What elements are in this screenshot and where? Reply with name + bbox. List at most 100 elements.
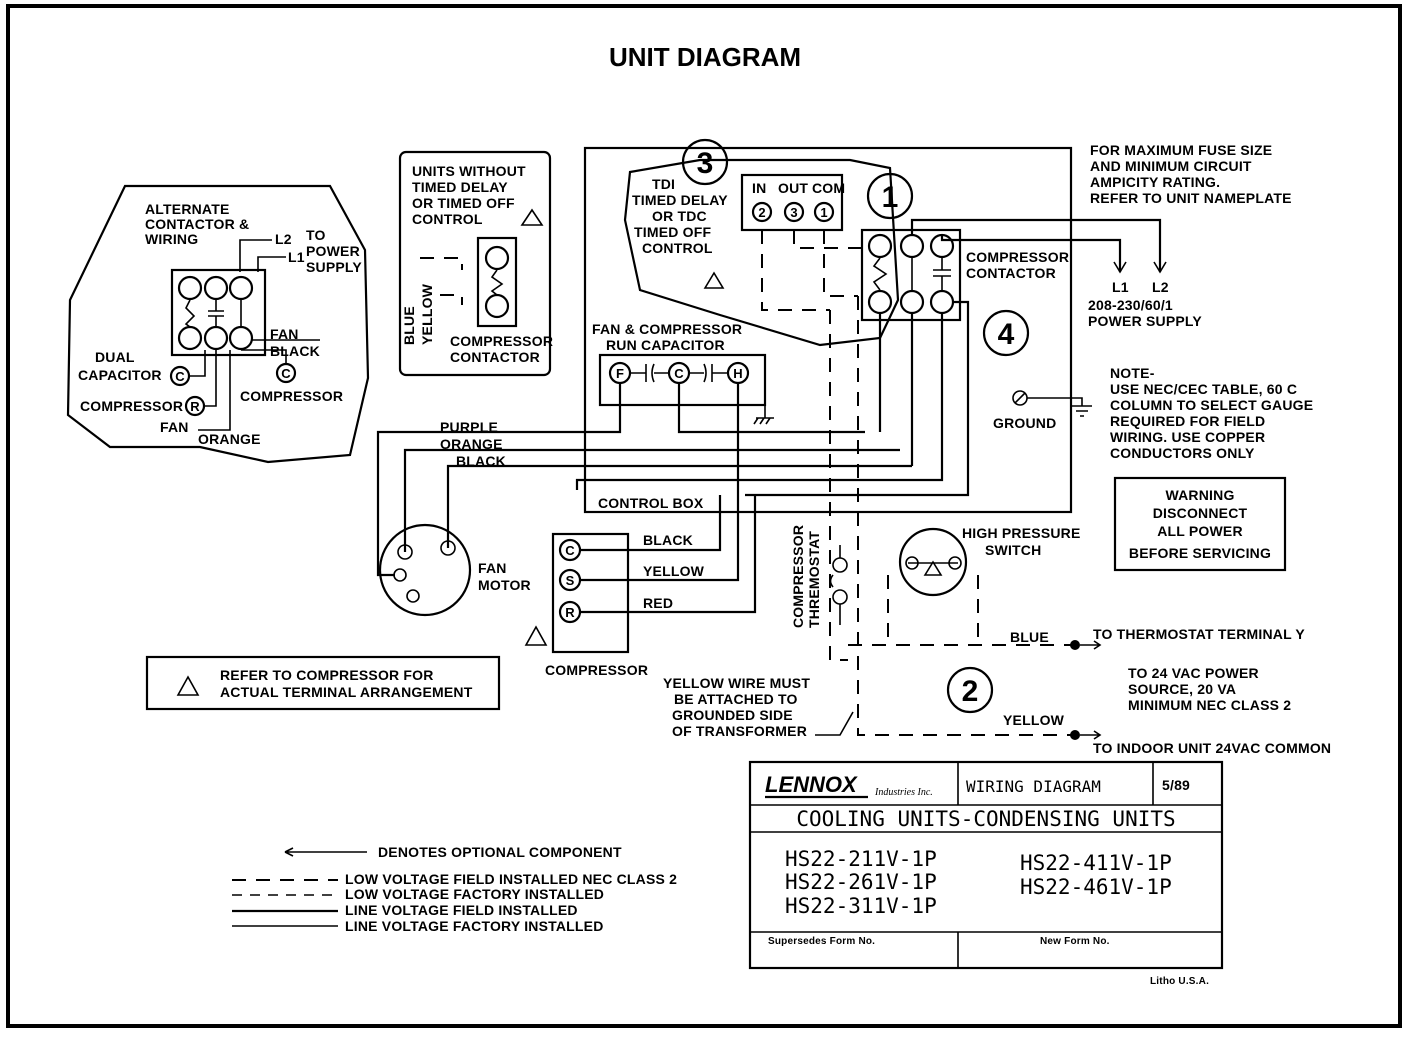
svg-text:OR TDC: OR TDC (652, 208, 707, 224)
svg-text:ACTUAL TERMINAL ARRANGEMENT: ACTUAL TERMINAL ARRANGEMENT (220, 684, 473, 700)
blue-arrow (1080, 640, 1102, 650)
svg-text:MINIMUM NEC CLASS 2: MINIMUM NEC CLASS 2 (1128, 697, 1291, 713)
tdi-dashed-wires (761, 230, 862, 311)
svg-text:SWITCH: SWITCH (985, 542, 1041, 558)
svg-text:COMPRESSOR: COMPRESSOR (450, 333, 553, 349)
thermostat-label-1: COMPRESSOR (790, 525, 806, 628)
tdi-module (740, 173, 844, 232)
tdi-text: TDI TIMED DELAY OR TDC TIMED OFF CONTROL (632, 176, 728, 256)
tdi-terminal-1 (813, 201, 835, 223)
callout-1 (866, 172, 914, 220)
legend-line-factory: LINE VOLTAGE FACTORY INSTALLED (345, 918, 604, 934)
svg-text:WIRING: WIRING (145, 231, 198, 247)
svg-text:ALTERNATE: ALTERNATE (145, 201, 230, 217)
refer-note-text: REFER TO COMPRESSOR FOR ACTUAL TERMINAL … (220, 667, 473, 700)
model-3: HS22-311V-1P (785, 894, 937, 918)
units-without-box (398, 150, 552, 377)
contactor-terminals (867, 233, 955, 315)
model-4: HS22-411V-1P (1020, 851, 1172, 875)
svg-text:DISCONNECT: DISCONNECT (1153, 505, 1248, 521)
brand-sub: Industries Inc. (874, 787, 933, 798)
fan-motor-pins (393, 540, 456, 603)
svg-text:YELLOW WIRE MUST: YELLOW WIRE MUST (663, 675, 810, 691)
svg-text:BEFORE SERVICING: BEFORE SERVICING (1129, 545, 1271, 561)
uw-coil (490, 269, 504, 296)
supersedes-label: Supersedes Form No. (768, 936, 875, 947)
callout-2 (946, 666, 994, 714)
svg-text:OF TRANSFORMER: OF TRANSFORMER (672, 723, 807, 739)
title-block: LENNOX Industries Inc. WIRING DIAGRAM 5/… (748, 760, 1224, 987)
svg-text:REFER TO COMPRESSOR FOR: REFER TO COMPRESSOR FOR (220, 667, 434, 683)
svg-text:UNITS WITHOUT: UNITS WITHOUT (412, 163, 526, 179)
thermostat-dashed-wires (829, 296, 1075, 736)
refer-warning-icon (176, 675, 200, 696)
orange-label: ORANGE (440, 436, 503, 452)
svg-text:AMPICITY RATING.: AMPICITY RATING. (1090, 174, 1220, 190)
svg-text:ALL POWER: ALL POWER (1157, 523, 1243, 539)
legend: DENOTES OPTIONAL COMPONENT LOW VOLTAGE F… (232, 844, 677, 934)
compressor-wires (580, 495, 757, 614)
hp-switch-label: HIGH PRESSURE SWITCH (962, 525, 1081, 558)
compressor-contactor (860, 228, 962, 322)
svg-text:208-230/60/1: 208-230/60/1 (1088, 297, 1173, 313)
legend-optional-line (284, 847, 367, 857)
svg-text:MOTOR: MOTOR (478, 577, 531, 593)
callout-4-label: 4 (998, 318, 1015, 351)
fan-motor-label: FAN MOTOR (478, 560, 531, 593)
refer-note-box (145, 655, 501, 711)
tdi-terminal-3-label: 3 (790, 205, 797, 220)
svg-text:HIGH PRESSURE: HIGH PRESSURE (962, 525, 1081, 541)
thermostat-yellow-label: YELLOW (1003, 712, 1065, 728)
svg-text:TO 24 VAC POWER: TO 24 VAC POWER (1128, 665, 1259, 681)
brand-logo: LENNOX (765, 772, 858, 797)
svg-text:TO: TO (306, 227, 326, 243)
fan-motor (378, 523, 472, 617)
svg-text:CONTACTOR: CONTACTOR (966, 265, 1056, 281)
legend-low-factory: LOW VOLTAGE FACTORY INSTALLED (345, 886, 604, 902)
alt-l2-label: L2 (275, 231, 292, 247)
yellow-connection-dot (1070, 730, 1080, 740)
ground-note: NOTE- USE NEC/CEC TABLE, 60 C COLUMN TO … (1110, 365, 1313, 461)
callout-3 (681, 138, 729, 186)
svg-text:BE ATTACHED TO: BE ATTACHED TO (674, 691, 798, 707)
uw-dashed-wires (420, 257, 463, 305)
optional-warning-icon (520, 208, 544, 226)
black-label: BLACK (456, 453, 506, 469)
uw-yellow-label: YELLOW (419, 283, 435, 345)
model-2: HS22-261V-1P (785, 870, 937, 894)
svg-text:OR TIMED OFF: OR TIMED OFF (412, 195, 515, 211)
svg-text:TDI: TDI (652, 176, 675, 192)
tdi-warning-icon (703, 271, 725, 289)
model-1: HS22-211V-1P (785, 847, 937, 871)
date-label: 5/89 (1162, 777, 1190, 793)
uw-terminal-top (484, 245, 510, 271)
contactor-label: COMPRESSOR CONTACTOR (966, 249, 1069, 281)
series-label: COOLING UNITS-CONDENSING UNITS (796, 807, 1175, 831)
svg-text:REQUIRED FOR FIELD: REQUIRED FOR FIELD (1110, 413, 1265, 429)
cap-f-label: F (616, 366, 624, 381)
comp-s-label: S (566, 573, 575, 588)
svg-text:SOURCE, 20 VA: SOURCE, 20 VA (1128, 681, 1236, 697)
alt-l1-label: L1 (288, 249, 305, 265)
svg-text:NOTE-: NOTE- (1110, 365, 1155, 381)
tdi-terminal-3 (783, 201, 805, 223)
black-wire (446, 464, 912, 548)
alt-r-wire (204, 350, 217, 407)
uw-contactor-label: COMPRESSOR CONTACTOR (450, 333, 553, 365)
control-box (583, 146, 1073, 514)
tdi-in-label: IN (752, 180, 766, 196)
callout-1-label: 1 (882, 181, 899, 214)
svg-text:FOR MAXIMUM FUSE SIZE: FOR MAXIMUM FUSE SIZE (1090, 142, 1272, 158)
alt-l2-wire (239, 239, 272, 272)
alt-fan-label: FAN (270, 326, 299, 342)
svg-text:CONTACTOR: CONTACTOR (450, 349, 540, 365)
uw-blue-label: BLUE (401, 306, 417, 345)
compressor-thermostat (829, 545, 848, 625)
power-arrows (1113, 261, 1167, 274)
alt-c-wire (241, 349, 287, 364)
legend-optional: DENOTES OPTIONAL COMPONENT (378, 844, 622, 860)
tdi-terminal-2-label: 2 (758, 205, 765, 220)
alternate-heading: ALTERNATE CONTACTOR & WIRING (145, 201, 249, 247)
ground-symbol (1014, 392, 1092, 417)
alt-dual-c-label: C (175, 369, 185, 384)
